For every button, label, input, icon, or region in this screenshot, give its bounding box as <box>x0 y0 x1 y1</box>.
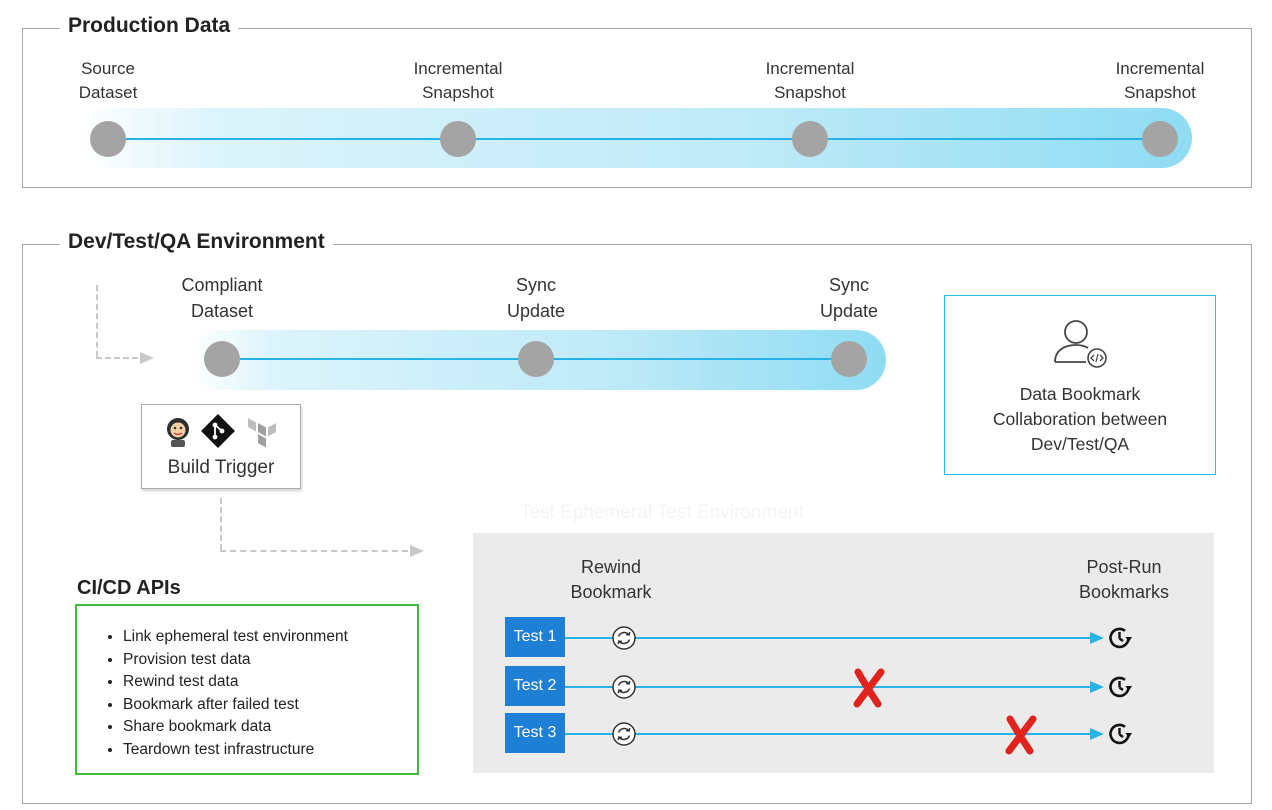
data-bookmark-text: Data Bookmark Collaboration between Dev/… <box>992 384 1168 454</box>
build-trigger-label: Build Trigger <box>167 457 275 478</box>
git-icon <box>201 414 235 448</box>
rewind-icon <box>612 626 636 655</box>
cicd-item-share: Share bookmark data <box>123 716 417 739</box>
rewind-icon <box>612 722 636 751</box>
production-timeline-line <box>108 138 1160 140</box>
production-data-title: Production Data <box>60 14 239 38</box>
test-1-arrow-head <box>1090 632 1104 644</box>
production-node-snapshot-1 <box>440 121 476 157</box>
jenkins-icon <box>163 416 193 448</box>
test-3-line <box>565 733 1091 735</box>
clock-back-icon <box>1106 720 1134 753</box>
ingest-dashed-line-horizontal <box>96 357 138 359</box>
test-2-button[interactable]: Test 2 <box>505 666 565 706</box>
build-dashed-line-vertical <box>220 498 222 550</box>
devtest-title: Dev/Test/QA Environment <box>60 230 333 254</box>
production-data-panel <box>22 28 1252 188</box>
devtest-node-sync-2 <box>831 341 867 377</box>
cicd-api-list: Link ephemeral test environment Provisio… <box>77 626 417 761</box>
build-arrow-head <box>410 545 424 557</box>
cicd-api-list-box: Link ephemeral test environment Provisio… <box>75 604 419 775</box>
user-code-icon <box>1050 316 1112 372</box>
cicd-item-rewind: Rewind test data <box>123 671 417 694</box>
terraform-icon <box>246 416 278 448</box>
production-node-source <box>90 121 126 157</box>
clock-back-icon <box>1106 673 1134 706</box>
fail-x-icon <box>1004 715 1038 760</box>
cicd-title: CI/CD APIs <box>77 577 181 599</box>
test-2-line <box>565 686 1091 688</box>
data-bookmark-box <box>944 295 1216 475</box>
production-node-snapshot-2 <box>792 121 828 157</box>
cicd-item-link: Link ephemeral test environment <box>123 626 417 649</box>
ingest-dashed-line-vertical <box>96 285 98 357</box>
test-2-arrow-head <box>1090 681 1104 693</box>
fail-x-icon <box>852 668 886 713</box>
devtest-node-sync-1 <box>518 341 554 377</box>
cicd-item-teardown: Teardown test infrastructure <box>123 739 417 762</box>
ingest-arrow-head <box>140 352 154 364</box>
cicd-item-provision: Provision test data <box>123 649 417 672</box>
devtest-panel <box>22 244 1252 804</box>
test-3-button[interactable]: Test 3 <box>505 713 565 753</box>
build-dashed-line-horizontal <box>220 550 408 552</box>
clock-back-icon <box>1106 624 1134 657</box>
cicd-item-bookmark: Bookmark after failed test <box>123 694 417 717</box>
devtest-node-compliant <box>204 341 240 377</box>
test-1-button[interactable]: Test 1 <box>505 617 565 657</box>
test-environment-faint-title: Test Ephemeral Test Environment <box>520 502 804 523</box>
test-3-arrow-head <box>1090 728 1104 740</box>
production-node-snapshot-3 <box>1142 121 1178 157</box>
test-1-line <box>565 637 1091 639</box>
rewind-icon <box>612 675 636 704</box>
